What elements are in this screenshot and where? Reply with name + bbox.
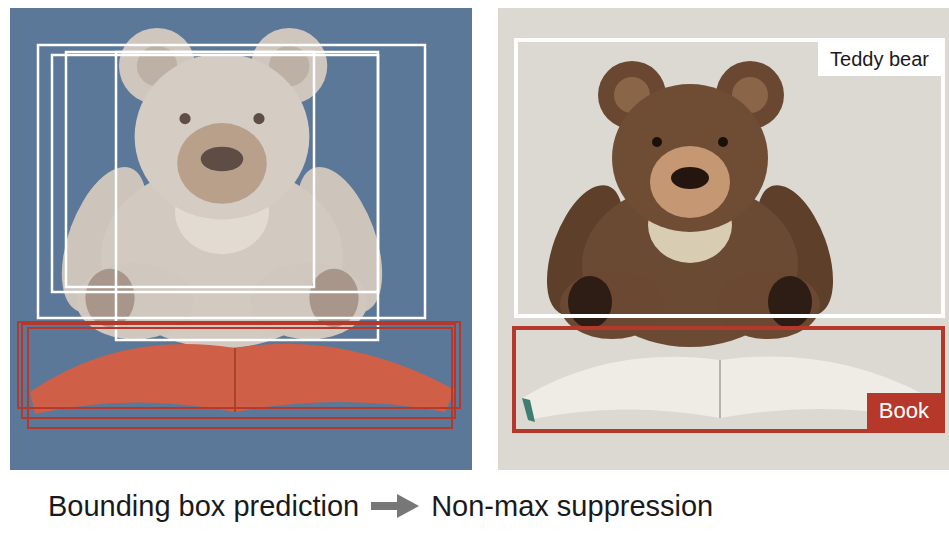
book-figure (522, 357, 925, 420)
bear-figure (532, 61, 849, 347)
bear-figure (253, 113, 264, 124)
predicted-boxes (66, 52, 314, 287)
bear-figure (135, 54, 310, 220)
bear-figure (177, 123, 267, 204)
arrow-head (397, 494, 419, 518)
prediction-panel (10, 8, 472, 470)
bear-figure (650, 146, 730, 218)
predicted-boxes (18, 322, 460, 428)
bounding-box: Book (512, 326, 945, 433)
predicted-boxes (22, 324, 455, 418)
predicted-boxes (116, 52, 378, 340)
step-label: Bounding box prediction (48, 490, 359, 523)
panel-ground (10, 8, 472, 470)
caption-row: Bounding box prediction Non-max suppressi… (48, 484, 713, 528)
book-figure (522, 398, 535, 422)
predicted-boxes (38, 45, 425, 318)
bear-figure (568, 276, 612, 328)
predicted-boxes (18, 322, 460, 408)
predicted-boxes (38, 45, 425, 340)
suppression-panel (498, 8, 949, 470)
class-label: Book (867, 393, 941, 429)
book-figure (719, 360, 721, 418)
book-figure (30, 344, 455, 414)
step-label: Non-max suppression (431, 490, 713, 523)
panel-ground (498, 8, 949, 470)
book-figure (522, 357, 925, 422)
book-figure (234, 348, 236, 412)
bounding-box: Teddy bear (514, 38, 945, 318)
book-figure (30, 344, 455, 414)
bear-figure (652, 137, 662, 147)
arrow-shaft (371, 502, 399, 510)
bear-figure (612, 84, 768, 232)
bear-figure (45, 28, 400, 348)
bear-figure (179, 113, 190, 124)
bear-figure (671, 167, 709, 189)
bear-figure (768, 276, 812, 328)
bear-figure (718, 137, 728, 147)
predicted-boxes (52, 55, 378, 292)
class-label: Teddy bear (818, 42, 941, 76)
flow-arrow (371, 491, 419, 521)
predicted-boxes (28, 328, 452, 428)
bear-figure (201, 147, 244, 172)
